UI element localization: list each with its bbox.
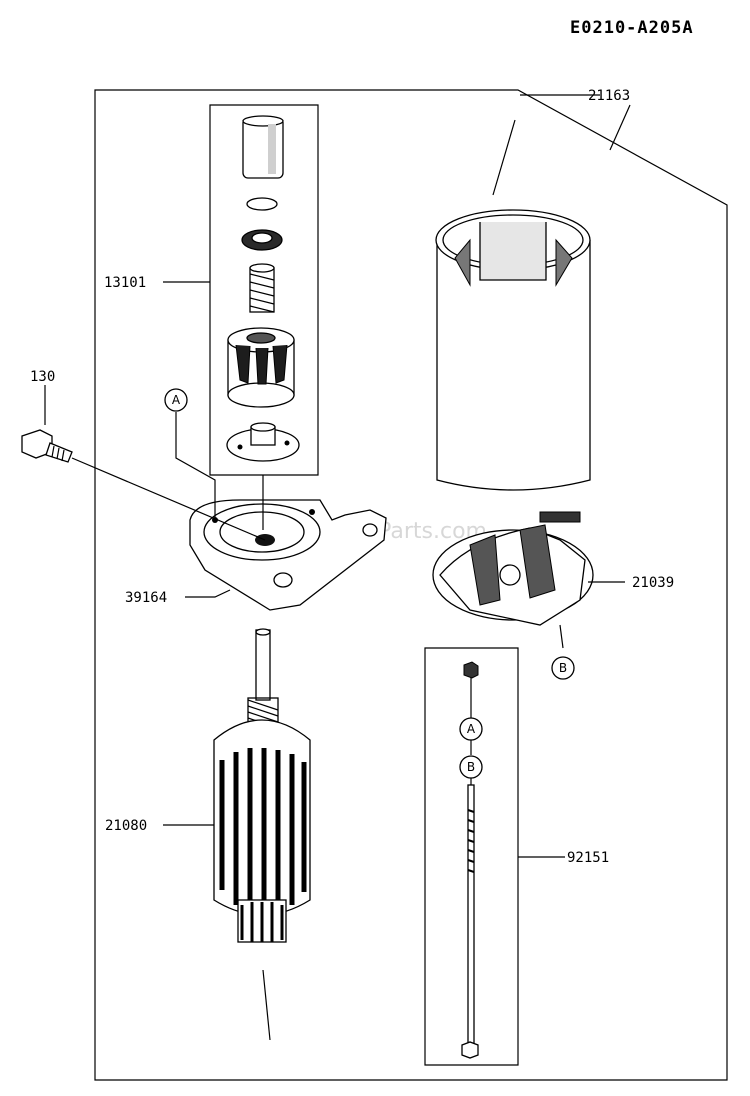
yoke-housing <box>435 209 591 491</box>
leader-ref-a-bracket <box>175 412 216 520</box>
diagram-code: E0210-A205A <box>570 18 694 38</box>
anti-drift-spring <box>249 263 275 313</box>
thrust-washer <box>226 422 300 462</box>
part-label-21039: 21039 <box>632 575 674 591</box>
nut <box>463 661 479 679</box>
flange-bolt <box>21 429 73 463</box>
svg-text:B: B <box>467 760 475 774</box>
svg-text:A: A <box>172 393 181 407</box>
pinion-cap <box>242 115 284 179</box>
part-label-21163: 21163 <box>588 88 630 104</box>
ref-marker-b-bolt: B <box>459 755 483 779</box>
svg-text:B: B <box>559 661 567 675</box>
pinion-gear <box>227 327 295 408</box>
part-label-130: 130 <box>30 369 55 385</box>
part-label-21080: 21080 <box>105 818 147 834</box>
ref-marker-a-bracket: A <box>164 388 188 412</box>
through-bolt <box>461 784 479 1059</box>
part-label-39164: 39164 <box>125 590 167 606</box>
frame-outline <box>94 89 728 1081</box>
leader-130 <box>71 457 266 541</box>
drive-end-bracket <box>189 499 387 611</box>
ref-marker-b-brush: B <box>551 656 575 680</box>
leader-39164 <box>185 589 231 598</box>
ref-marker-a-bolt: A <box>459 717 483 741</box>
through-bolt-box <box>424 647 519 1066</box>
svg-text:A: A <box>467 722 476 736</box>
stop-collar <box>241 229 283 251</box>
brush-holder <box>432 511 594 626</box>
pinion-kit-box <box>209 104 319 476</box>
leader-ref-b-brush <box>559 624 564 649</box>
axis-line-yoke <box>492 119 516 196</box>
leader-21163 <box>609 104 631 151</box>
axis-line-armature <box>262 969 271 1041</box>
part-label-13101: 13101 <box>104 275 146 291</box>
snap-ring <box>246 197 278 211</box>
armature <box>213 628 311 943</box>
part-label-92151: 92151 <box>567 850 609 866</box>
